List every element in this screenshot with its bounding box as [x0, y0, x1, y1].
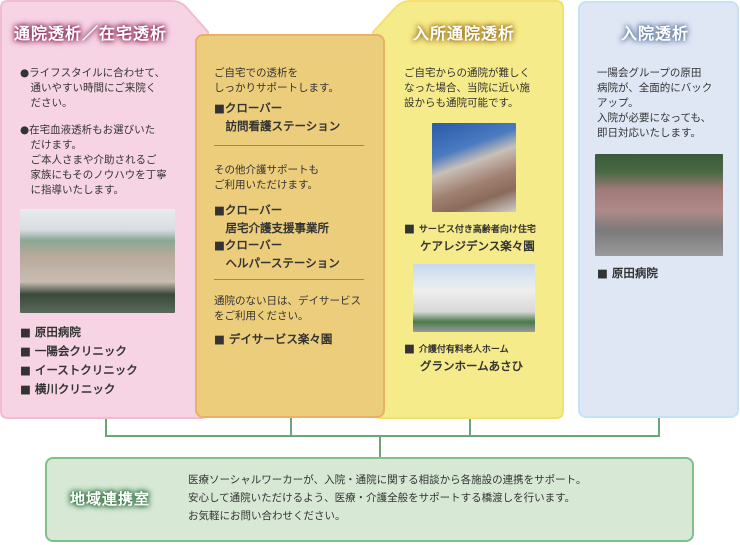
- home-intro-2: その他介護サポートも ご利用いただけます。: [214, 164, 319, 191]
- home-facility: ■ デイサービス楽々園: [214, 332, 333, 346]
- inpatient-facility: ■ 原田病院: [597, 266, 658, 280]
- residential-facility-2: ■ 介護付有料老人ホームグランホームあさひ: [404, 340, 523, 374]
- connector: [105, 435, 660, 437]
- liaison-text: 医療ソーシャルワーカーが、入院・通院に関する相談から各施設の連携をサポート。 安…: [188, 474, 587, 522]
- residential-text: ご自宅からの通院が難しく なった場合、当院に近い施 設からも通院可能です。: [404, 67, 530, 109]
- granhome-photo: [413, 264, 535, 332]
- facility-name: ケアレジデンス楽々園: [420, 239, 535, 253]
- facility-name: グランホームあさひ: [420, 359, 524, 373]
- inpatient-text: 一陽会グループの原田 病院が、全面的にバック アップ。 入院が必要になっても、 …: [597, 67, 713, 139]
- liaison-title: 地域連携室: [70, 490, 151, 508]
- home-facility: ■クローバー 訪問看護ステーション: [214, 101, 341, 133]
- connector: [379, 435, 381, 458]
- outpatient-bullet-1: ●ライフスタイルに合わせて、 通いやすい時間にご来院く ださい。: [20, 67, 166, 109]
- home-support-panel: [195, 34, 385, 418]
- connector: [469, 415, 471, 437]
- home-facility: ■クローバー 居宅介護支援事業所: [214, 203, 329, 235]
- outpatient-bullet-2: ●在宅血液透析もお選びいた だけます。 ご本人さまや介助されるご 家族にもそのノ…: [20, 124, 167, 196]
- residential-facility-1: ■ サービス付き高齢者向け住宅ケアレジデンス楽々園: [404, 220, 536, 254]
- connector: [105, 415, 107, 437]
- outpatient-facility: ■ 原田病院: [20, 325, 81, 339]
- facility-type: 介護付有料老人ホーム: [418, 345, 509, 355]
- care-residence-photo: [432, 123, 516, 212]
- connector: [658, 415, 660, 437]
- square-marker: ■: [404, 341, 415, 355]
- facility-type: サービス付き高齢者向け住宅: [418, 225, 536, 235]
- liaison-panel: [45, 457, 694, 542]
- connector: [290, 415, 292, 437]
- inpatient-title: 入院透析: [621, 24, 690, 43]
- clinic-photo: [20, 209, 175, 313]
- home-facility: ■クローバー ヘルパーステーション: [214, 238, 340, 270]
- home-intro-1: ご自宅での透析を しっかりサポートします。: [214, 67, 339, 94]
- outpatient-facility: ■ 横川クリニック: [20, 382, 116, 396]
- home-intro-3: 通院のない日は、デイサービス をご利用ください。: [214, 295, 361, 322]
- harada-hospital-photo: [595, 154, 723, 256]
- outpatient-title: 通院透析／在宅透析: [14, 24, 168, 43]
- outpatient-facility: ■ イーストクリニック: [20, 363, 138, 377]
- outpatient-facility: ■ 一陽会クリニック: [20, 344, 127, 358]
- divider: [214, 145, 364, 146]
- square-marker: ■: [404, 221, 415, 235]
- residential-title: 入所通院透析: [413, 24, 516, 43]
- divider: [214, 279, 364, 280]
